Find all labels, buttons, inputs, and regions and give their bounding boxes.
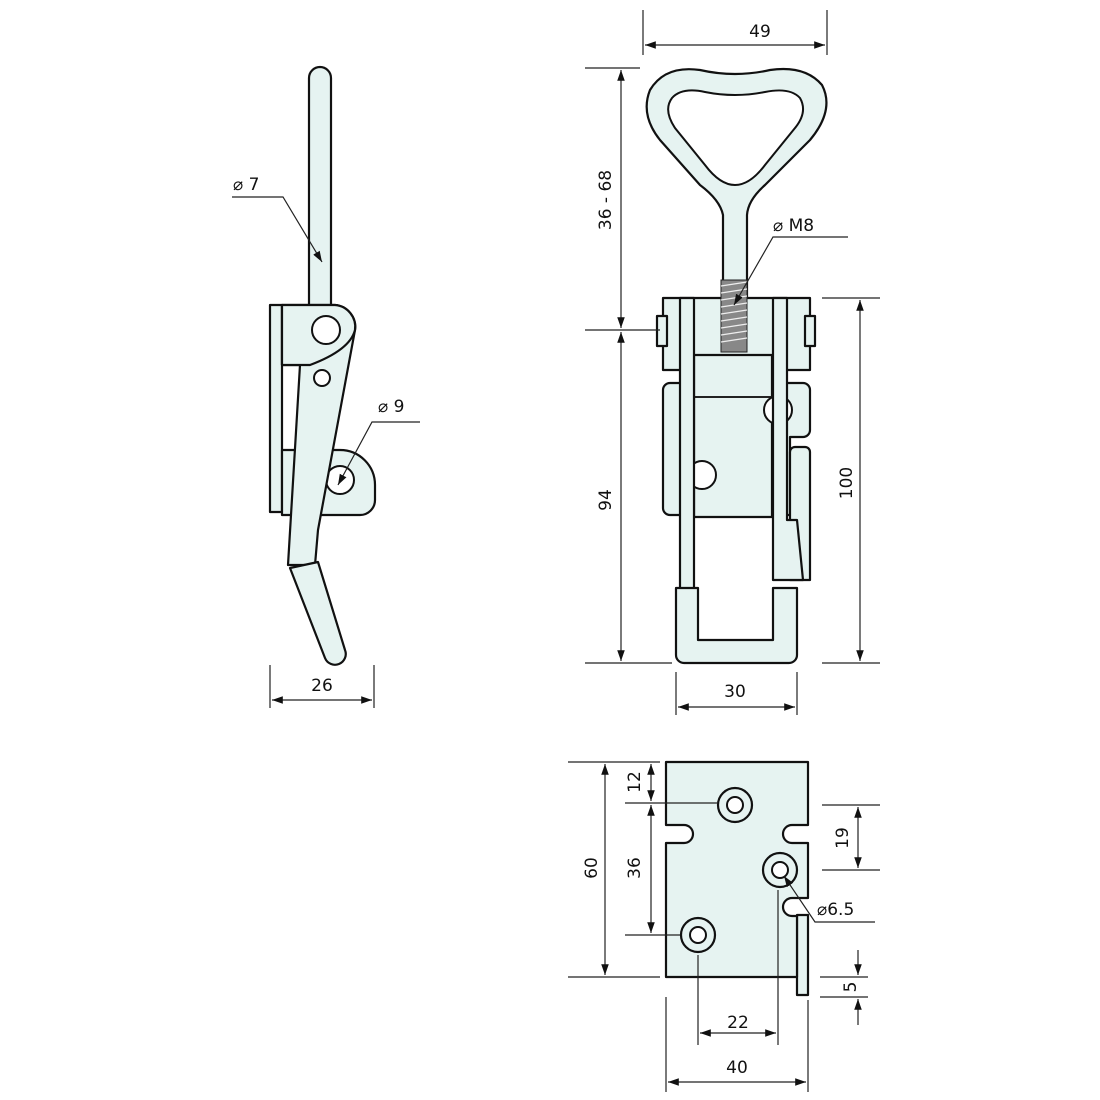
tab-right — [803, 314, 817, 348]
label-pin-diameter: ⌀ 9 — [378, 397, 404, 417]
label-total-height: 100 — [837, 467, 857, 499]
dim-thread: ⌀ M8 — [733, 216, 848, 306]
dim-body-length: 94 — [585, 332, 672, 664]
rod — [307, 65, 333, 312]
u-hook — [674, 586, 799, 665]
dim-handle-width: 49 — [642, 10, 828, 55]
label-rod-diameter: ⌀ 7 — [233, 175, 259, 195]
label-tab: 5 — [841, 982, 861, 993]
dim-tab: 5 — [820, 950, 868, 1025]
label-hole-spacing-v: 36 — [625, 857, 645, 879]
front-view: 49 36 - 68 94 100 30 ⌀ M8 — [585, 10, 880, 715]
dim-top-offset: 12 — [625, 764, 718, 936]
side-bar-right — [771, 296, 805, 582]
dim-hole-spacing-h: 22 — [697, 890, 779, 1045]
dim-keeper-height: 60 — [568, 761, 660, 978]
handle-grip — [288, 560, 347, 666]
dim-rod-diameter: ⌀ 7 — [232, 175, 323, 263]
label-side-width: 26 — [311, 676, 333, 696]
body-block — [692, 353, 774, 519]
label-handle-width: 49 — [749, 22, 771, 42]
dim-hole-spacing-v: 36 — [625, 805, 655, 933]
pivot-hole — [311, 315, 341, 345]
pin-hole — [325, 465, 355, 495]
label-keeper-height: 60 — [582, 857, 602, 879]
dim-pin-diameter: ⌀ 9 — [337, 397, 420, 486]
dim-handle-length: 36 - 68 — [585, 67, 660, 331]
label-thread: ⌀ M8 — [773, 216, 814, 236]
dim-side-width: 26 — [269, 665, 375, 708]
keeper-tab — [795, 913, 810, 997]
label-top-offset: 12 — [625, 771, 645, 793]
label-body-width: 30 — [724, 682, 746, 702]
side-view: ⌀ 7 ⌀ 9 26 — [232, 65, 420, 708]
label-hole-diameter: ⌀6.5 — [817, 900, 854, 920]
side-bar-left — [678, 296, 696, 592]
label-keeper-width: 40 — [726, 1058, 748, 1078]
dim-body-width: 30 — [675, 672, 798, 715]
label-body-length: 94 — [596, 489, 616, 511]
dim-hole-diameter: ⌀6.5 — [783, 875, 875, 923]
dim-right-hole-offset: 19 — [822, 804, 880, 871]
small-hole — [313, 369, 331, 387]
base-plate — [268, 303, 284, 514]
dim-keeper-width: 40 — [665, 997, 809, 1092]
keeper-view: 60 12 36 19 ⌀6.5 5 22 40 — [568, 760, 880, 1092]
label-right-hole-offset: 19 — [833, 827, 853, 849]
tab-left — [655, 314, 669, 348]
dim-total-height: 100 — [822, 297, 880, 664]
label-handle-length: 36 - 68 — [596, 170, 616, 230]
label-hole-spacing-h: 22 — [727, 1013, 749, 1033]
